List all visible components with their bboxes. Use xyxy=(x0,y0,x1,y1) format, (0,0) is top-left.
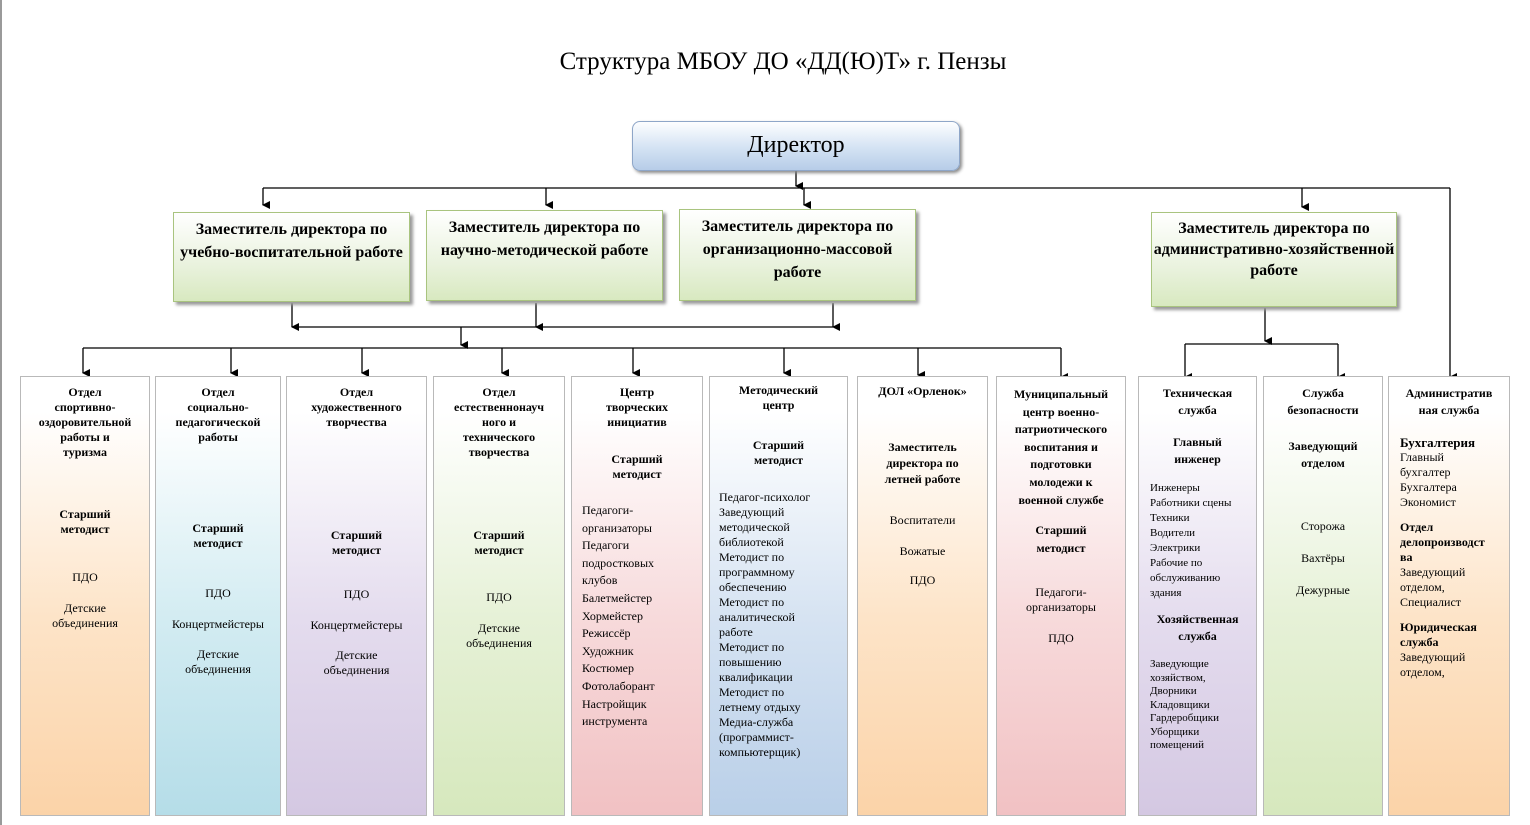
dept-art: Отдел художественного творчества Старший… xyxy=(286,376,427,816)
dept-records-staff: Заведующий отделом, Специалист xyxy=(1400,565,1466,609)
deputy-educational: Заместитель директора по учебно-воспитат… xyxy=(173,212,410,302)
dept-art-item: ПДО xyxy=(343,587,370,601)
dept-security-head: Заведующий отделом xyxy=(1288,439,1358,470)
dept-legal-head: Юридическая служба xyxy=(1400,620,1477,649)
dept-military-center-name: Муниципальный центр военно- патриотическ… xyxy=(1013,387,1109,507)
dept-creative-center-name: Центр творческих инициатив xyxy=(605,385,669,429)
dept-technical-head: Главный инженер xyxy=(1173,435,1222,466)
dept-methodical-center: Методический центр Старший методист Педа… xyxy=(709,376,848,816)
dept-technical-name: Техническая служба xyxy=(1162,386,1233,417)
dept-camp-name: ДОЛ «Орленок» xyxy=(878,384,967,398)
dept-sports-head: Старший методист xyxy=(59,507,111,536)
dept-art-name: Отдел художественного творчества xyxy=(311,385,402,429)
dept-social-item: ПДО xyxy=(205,586,231,600)
dept-sports-item: Детские объединения xyxy=(52,601,118,630)
dept-camp: ДОЛ «Орленок» Заместитель директора по л… xyxy=(857,376,988,816)
dept-security-item: Вахтёры xyxy=(1301,551,1345,565)
dept-military-center-item: Педагоги- организаторы xyxy=(1026,585,1096,615)
dept-sports: Отдел спортивно- оздоровительной работы … xyxy=(20,376,150,816)
dept-camp-head: Заместитель директора по летней работе xyxy=(884,440,961,486)
dept-methodical-center-head: Старший методист xyxy=(752,438,805,467)
dept-security: Служба безопасности Заведующий отделом С… xyxy=(1263,376,1383,816)
dept-sports-item: ПДО xyxy=(72,570,98,584)
dept-science-item: ПДО xyxy=(486,590,512,604)
deputy-educational-label: Заместитель директора по учебно-воспитат… xyxy=(180,221,403,261)
dept-security-item: Дежурные xyxy=(1296,583,1350,597)
dept-security-item: Сторожа xyxy=(1300,519,1346,533)
dept-technical: Техническая служба Главный инженер Инжен… xyxy=(1138,376,1257,816)
dept-social-name: Отдел социально- педагогической работы xyxy=(175,385,261,444)
dept-methodical-center-name: Методический центр xyxy=(738,383,819,412)
dept-creative-center-head: Старший методист xyxy=(611,452,663,481)
dept-science-name: Отдел естественнонауч ного и техническог… xyxy=(453,385,545,459)
dept-art-head: Старший методист xyxy=(330,528,383,557)
dept-household-staff: Заведующие хозяйством, Дворники Кладовщи… xyxy=(1150,658,1219,751)
dept-accounting-staff: Главный бухгалтер Бухгалтера Экономист xyxy=(1400,450,1457,509)
deputy-organizational: Заместитель директора по организационно-… xyxy=(679,209,916,301)
deputy-methodical-label: Заместитель директора по научно-методиче… xyxy=(440,219,649,259)
dept-art-item: Концертмейстеры xyxy=(310,618,403,632)
dept-social-head: Старший методист xyxy=(192,521,244,550)
dept-art-item: Детские объединения xyxy=(323,648,390,677)
dept-military-center-item: ПДО xyxy=(1048,631,1074,646)
dept-records-head: Отдел делопроизводст ва xyxy=(1400,520,1485,564)
dept-legal-staff: Заведующий отделом, xyxy=(1400,650,1466,679)
deputy-administrative: Заместитель директора по административно… xyxy=(1151,212,1397,307)
director-box: Директор xyxy=(632,121,960,171)
dept-science-head: Старший методист xyxy=(473,528,525,557)
dept-creative-center-staff: Педагоги- организаторы Педагоги подростк… xyxy=(582,503,655,729)
window-edge xyxy=(0,0,2,825)
dept-military-center: Муниципальный центр военно- патриотическ… xyxy=(996,376,1126,816)
dept-administrative: Административ ная служба Бухгалтерия Гла… xyxy=(1388,376,1510,816)
dept-accounting-head: Бухгалтерия xyxy=(1400,435,1475,450)
dept-social-item: Детские объединения xyxy=(185,647,251,676)
dept-household-head: Хозяйственная служба xyxy=(1156,612,1239,643)
dept-sports-name: Отдел спортивно- оздоровительной работы … xyxy=(38,385,132,459)
dept-science: Отдел естественнонауч ного и техническог… xyxy=(433,376,565,816)
dept-camp-item: ПДО xyxy=(909,573,936,587)
dept-creative-center: Центр творческих инициатив Старший метод… xyxy=(571,376,703,816)
dept-administrative-name: Административ ная служба xyxy=(1405,386,1493,417)
dept-social-item: Концертмейстеры xyxy=(172,617,264,631)
dept-camp-item: Вожатые xyxy=(899,544,946,558)
deputy-organizational-label: Заместитель директора по организационно-… xyxy=(701,218,894,281)
dept-security-name: Служба безопасности xyxy=(1287,386,1359,417)
dept-camp-item: Воспитатели xyxy=(889,513,956,527)
dept-technical-staff: Инженеры Работники сцены Техники Водител… xyxy=(1150,482,1232,599)
dept-methodical-center-staff: Педагог-психолог Заведующий методической… xyxy=(719,490,811,759)
dept-science-item: Детские объединения xyxy=(466,621,532,650)
diagram-title: Структура МБОУ ДО «ДД(Ю)Т» г. Пензы xyxy=(559,48,1007,75)
dept-social: Отдел социально- педагогической работы С… xyxy=(155,376,281,816)
dept-military-center-head: Старший методист xyxy=(1035,523,1087,556)
deputy-methodical: Заместитель директора по научно-методиче… xyxy=(426,210,663,301)
deputy-administrative-label: Заместитель директора по административно… xyxy=(1153,220,1395,279)
